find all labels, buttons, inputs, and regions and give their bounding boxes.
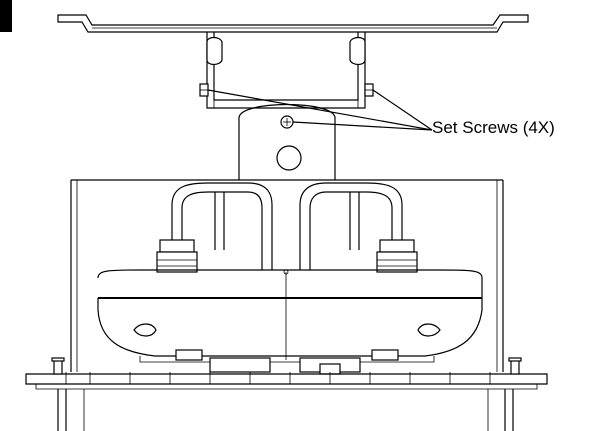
corner-registration-mark bbox=[0, 0, 12, 32]
set-screw-right bbox=[364, 83, 374, 97]
callout-leaders bbox=[207, 89, 433, 131]
bottom-plate bbox=[25, 357, 548, 390]
support-legs bbox=[57, 389, 514, 431]
connector-left bbox=[156, 239, 198, 273]
underside-details bbox=[175, 349, 399, 375]
cable-loops bbox=[171, 182, 403, 270]
set-screws bbox=[199, 83, 374, 129]
ceiling-plate bbox=[57, 14, 529, 33]
set-screw-center bbox=[280, 115, 294, 129]
set-screws-callout-label: Set Screws (4X) bbox=[432, 118, 555, 137]
projector-body bbox=[97, 269, 483, 363]
bracket-arms bbox=[206, 32, 366, 109]
set-screw-left bbox=[199, 83, 209, 97]
enclosure bbox=[70, 179, 504, 372]
connector-right bbox=[376, 239, 418, 273]
